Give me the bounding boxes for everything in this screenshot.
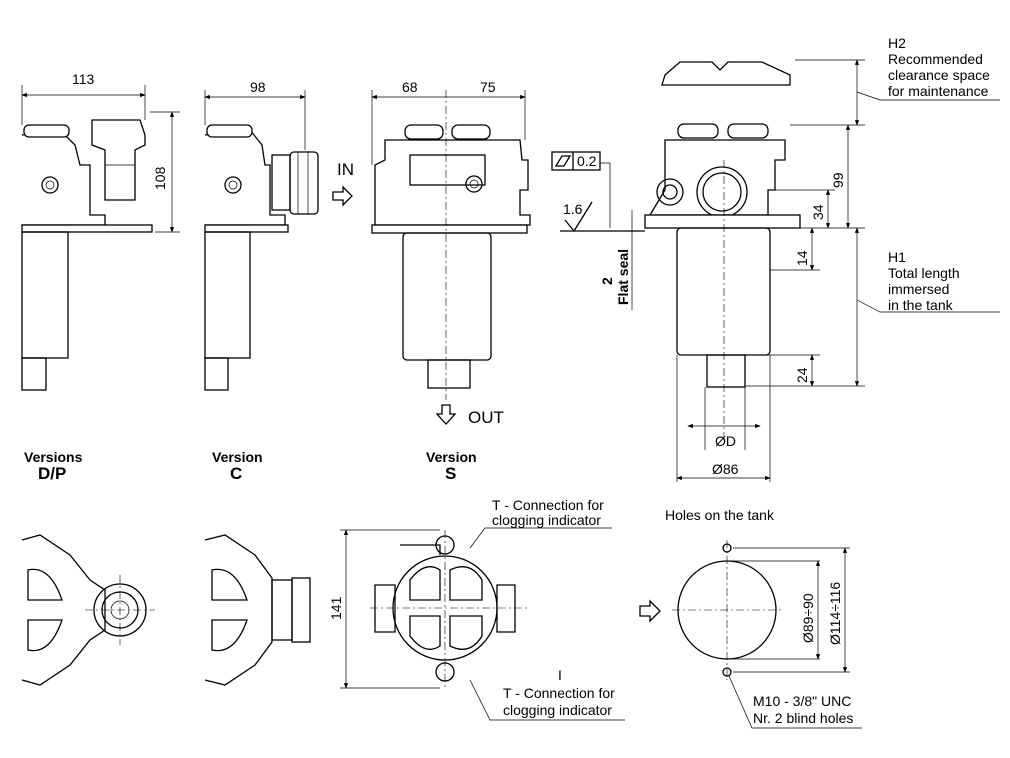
version-dp-label: Versions <box>24 449 83 465</box>
dim-108: 108 <box>152 166 168 190</box>
view-s-top: 141 T - Connection for clogging indicato… <box>328 497 625 721</box>
h1-line1: Total length <box>888 265 960 281</box>
h1-title: H1 <box>888 249 906 265</box>
h1-line2: immersed <box>888 281 949 297</box>
view-right-side: ØD Ø86 99 34 14 24 H2 Recommended cleara… <box>644 35 1000 482</box>
view-holes-on-tank: Holes on the tank Ø89÷90 Ø114÷116 M10 - … <box>639 507 862 729</box>
thread-line2: Nr. 2 blind holes <box>753 710 853 726</box>
seal-label: Flat seal <box>615 249 631 305</box>
version-labels: Versions D/P Version C Version S <box>24 449 477 483</box>
dim-75: 75 <box>480 79 496 95</box>
holes-title: Holes on the tank <box>665 507 775 523</box>
roughness-icon <box>564 201 593 233</box>
thread-line1: M10 - 3/8" UNC <box>753 693 851 709</box>
conn-bot-line2: clogging indicator <box>503 702 612 718</box>
dim-113: 113 <box>72 71 95 87</box>
version-c-code: C <box>230 464 242 483</box>
in-label: IN <box>337 160 354 179</box>
dim-68: 68 <box>402 79 418 95</box>
view-dp-side: 113 108 <box>21 71 180 391</box>
view-s-side: 68 75 IN OUT <box>332 79 531 427</box>
view-dp-top <box>21 534 155 686</box>
view-c-top <box>204 534 311 686</box>
out-arrow-icon <box>435 404 457 425</box>
dim-hole-outer: Ø114÷116 <box>827 582 843 645</box>
view-c-side: 98 <box>204 79 319 391</box>
version-s-label: Version <box>426 449 477 465</box>
roughness-value: 1.6 <box>563 201 583 217</box>
dim-od: ØD <box>715 433 736 449</box>
h2-line3: for maintenance <box>888 83 989 99</box>
h2-title: H2 <box>888 35 906 51</box>
dim-o86: Ø86 <box>712 461 739 477</box>
h2-line1: Recommended <box>888 51 983 67</box>
out-label: OUT <box>468 408 504 427</box>
dim-99: 99 <box>830 172 846 188</box>
version-c-label: Version <box>212 449 263 465</box>
conn-bot-line1: T - Connection for <box>503 685 615 701</box>
h1-line3: in the tank <box>888 297 954 313</box>
dim-141: 141 <box>328 596 344 620</box>
dim-14: 14 <box>794 250 810 266</box>
arrow-right-icon <box>639 599 661 623</box>
dim-34: 34 <box>810 204 826 220</box>
flatness-value: 0.2 <box>577 153 597 169</box>
dim-24: 24 <box>794 367 810 383</box>
seal-thickness: 2 <box>599 277 615 285</box>
version-s-code: S <box>445 464 456 483</box>
conn-top-line2: clogging indicator <box>492 512 601 528</box>
version-dp-code: D/P <box>38 464 66 483</box>
flatness-icon <box>554 155 572 167</box>
dim-hole-inner: Ø89÷90 <box>800 593 816 643</box>
in-arrow-icon <box>332 185 353 207</box>
h2-line2: clearance space <box>888 67 990 83</box>
text-cursor: I <box>558 667 562 683</box>
tolerance-annotations: 0.2 1.6 2 Flat seal <box>551 151 645 310</box>
conn-top-line1: T - Connection for <box>492 497 604 513</box>
dim-98: 98 <box>250 79 266 95</box>
